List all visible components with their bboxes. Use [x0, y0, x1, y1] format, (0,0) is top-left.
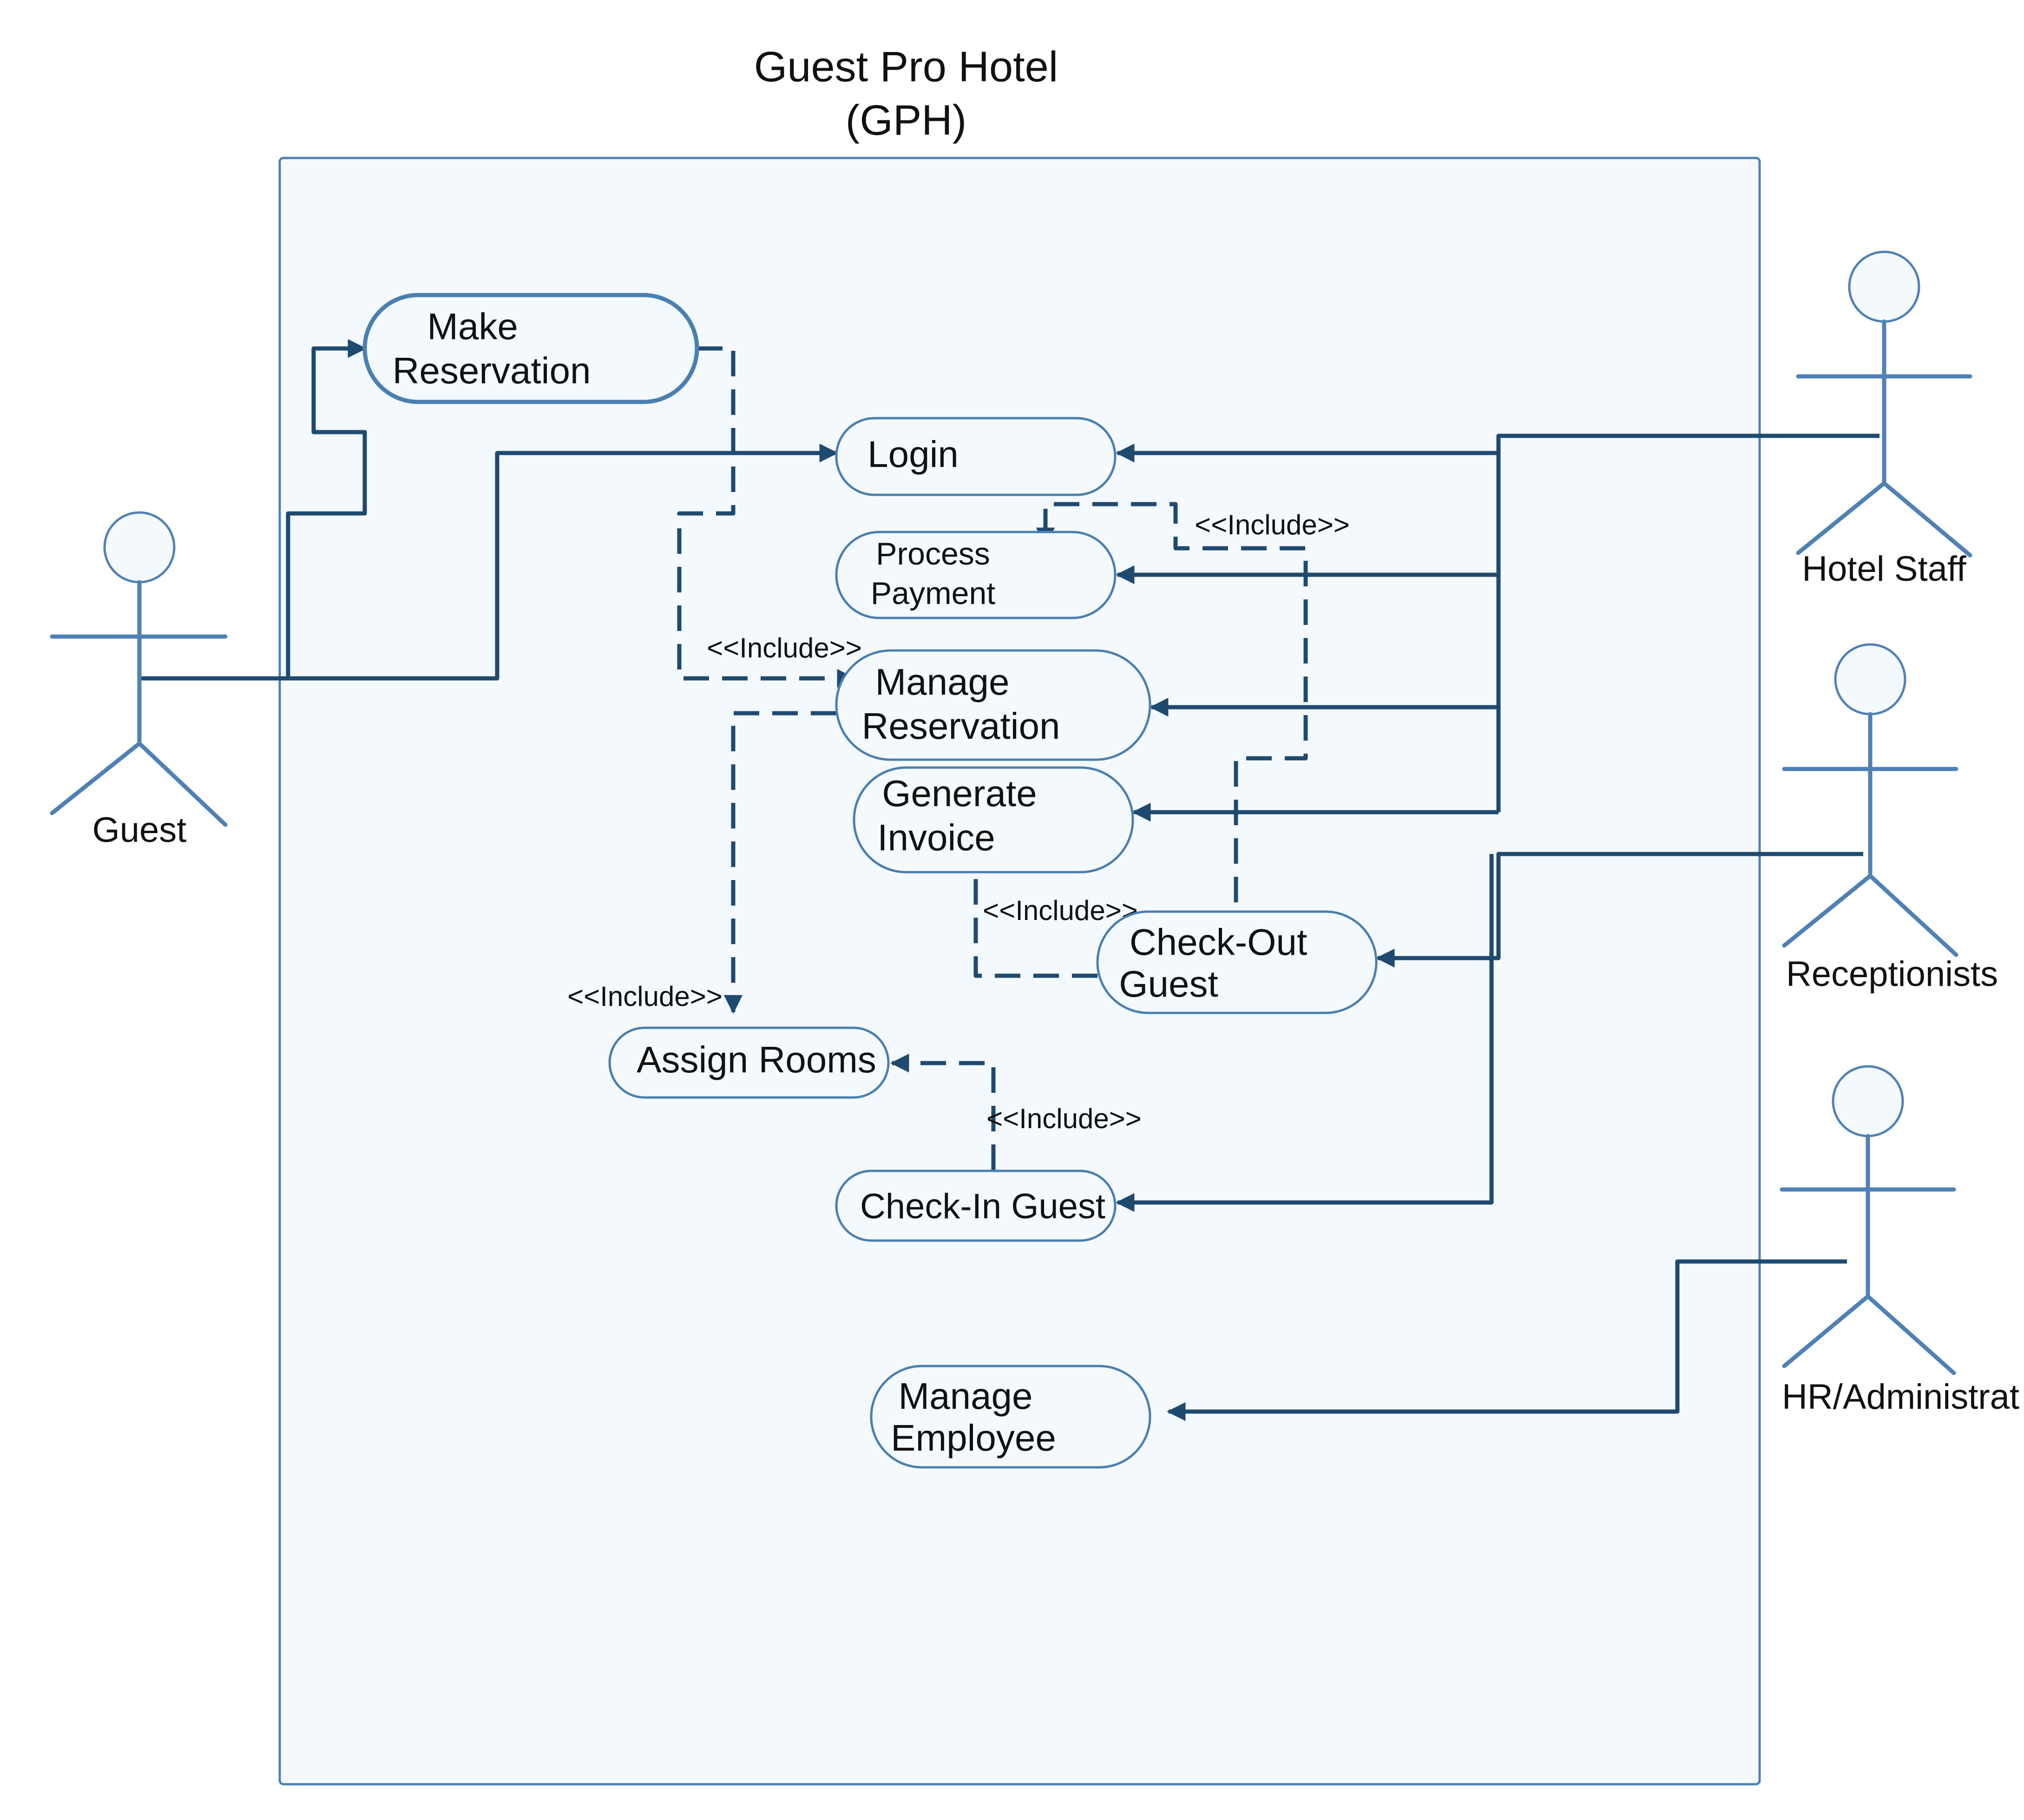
assoc-guest-login: [288, 443, 839, 681]
svg-text:Process: Process: [876, 536, 990, 572]
svg-text:Assign Rooms: Assign Rooms: [637, 1039, 876, 1080]
svg-text:Employee: Employee: [891, 1417, 1056, 1459]
system-boundary: [278, 157, 1761, 1786]
include-checkin-to-assign: [890, 1053, 996, 1170]
assoc-hr-manage-employee: [1166, 1259, 1847, 1421]
use-case-manage-reservation[interactable]: Manage Reservation: [835, 649, 1151, 761]
svg-text:Payment: Payment: [871, 576, 995, 611]
use-case-generate-invoice[interactable]: Generate Invoice: [853, 766, 1134, 874]
svg-text:Manage: Manage: [875, 661, 1009, 703]
svg-text:Guest: Guest: [1119, 963, 1218, 1005]
assoc-guest-make-reservation: [139, 339, 367, 681]
system-subtitle: (GPH): [846, 97, 967, 144]
svg-text:Login: Login: [867, 434, 959, 475]
use-case-check-out-guest[interactable]: Check-Out Guest: [1096, 910, 1378, 1014]
svg-text:Generate: Generate: [882, 773, 1037, 814]
svg-text:Invoice: Invoice: [877, 817, 995, 858]
assoc-reception-checkout: [1375, 852, 1863, 968]
actor-hr-administrator[interactable]: [1780, 1065, 1956, 1375]
use-case-manage-employee[interactable]: Manage Employee: [870, 1365, 1151, 1469]
include-checkout-to-payment: [1036, 502, 1308, 941]
svg-text:Make: Make: [427, 306, 518, 347]
include-label: <<Include>>: [1195, 509, 1350, 540]
include-make-to-manage: [677, 346, 856, 688]
associations: [139, 339, 1879, 1421]
assoc-reception-checkin: [1115, 854, 1494, 1212]
actor-hotel-staff-label: Hotel Staff: [1802, 549, 1966, 589]
include-checkout-to-invoice: [966, 854, 1097, 978]
svg-text:Reservation: Reservation: [393, 350, 591, 391]
svg-text:Check-In Guest: Check-In Guest: [860, 1187, 1105, 1226]
actor-hotel-staff[interactable]: [1796, 250, 1972, 558]
use-case-check-in-guest[interactable]: Check-In Guest: [835, 1170, 1117, 1242]
actor-hr-administrator-label: HR/Administrat: [1782, 1377, 2019, 1417]
actor-receptionists-label: Receptionists: [1786, 954, 1998, 994]
actor-guest[interactable]: [50, 511, 228, 827]
svg-text:Reservation: Reservation: [862, 705, 1060, 747]
include-label: <<Include>>: [567, 981, 723, 1012]
use-case-assign-rooms[interactable]: Assign Rooms: [608, 1026, 890, 1099]
include-label: <<Include>>: [707, 632, 862, 664]
actor-guest-label: Guest: [92, 810, 187, 850]
actor-receptionists[interactable]: [1782, 643, 1958, 957]
include-label: <<Include>>: [983, 895, 1138, 926]
svg-text:Manage: Manage: [898, 1375, 1032, 1417]
include-label: <<Include>>: [986, 1103, 1142, 1134]
system-title: Guest Pro Hotel: [754, 43, 1058, 91]
include-relations: [677, 346, 1308, 1170]
use-case-make-reservation[interactable]: Make Reservation: [362, 293, 699, 404]
use-case-login[interactable]: Login: [835, 417, 1117, 496]
use-case-process-payment[interactable]: Process Payment: [835, 531, 1117, 619]
svg-text:Check-Out: Check-Out: [1130, 921, 1307, 963]
